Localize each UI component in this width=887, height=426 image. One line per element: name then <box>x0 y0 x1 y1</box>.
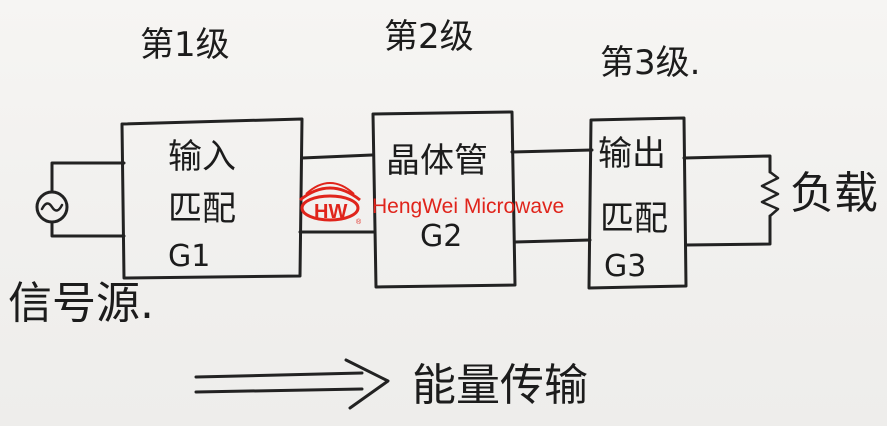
stage-1-outline <box>120 117 304 280</box>
link-1-2-top <box>300 153 374 160</box>
signal-source-label: 信号源. <box>8 278 154 329</box>
stage-2-title: 第2级 <box>384 17 474 57</box>
stage-1-line-2: 匹配 <box>168 189 236 229</box>
hengwei-logo-icon: HW ® <box>299 182 362 226</box>
stage-3-outline <box>587 116 688 290</box>
stage-3-line-3: G3 <box>604 249 646 284</box>
sine-wave-icon <box>40 202 64 212</box>
energy-arrow <box>194 358 390 410</box>
stage-2-outline <box>371 110 517 289</box>
source-wire-top <box>50 161 126 194</box>
resistor-icon <box>760 170 780 218</box>
link-2-3-bottom <box>513 238 592 244</box>
arrow-shaft-bottom <box>194 387 364 394</box>
arrow-shaft-top <box>194 371 364 379</box>
watermark: HW ® HengWei Microwave <box>299 182 564 226</box>
link-2-3-top <box>510 148 594 154</box>
stage-3-line-1: 输出 <box>598 134 666 174</box>
stage-3-line-2: 匹配 <box>600 199 668 239</box>
stage-2-line-1: 晶体管 <box>386 141 488 181</box>
stage-1-line-3: G1 <box>168 239 210 274</box>
stage-1-box: 输入 匹配 G1 <box>120 117 304 280</box>
arrow-head-icon <box>344 358 390 410</box>
svg-text:®: ® <box>356 218 362 226</box>
stage-2-box: 晶体管 G2 <box>371 110 517 289</box>
stage-1-line-1: 输入 <box>168 137 236 177</box>
load-wire-top <box>682 154 772 174</box>
energy-transfer-label: 能量传输 <box>412 360 588 411</box>
stage-3-box: 输出 匹配 G3 <box>587 116 688 290</box>
logo-mark: HW <box>314 201 347 223</box>
watermark-text: HengWei Microwave <box>372 195 564 218</box>
stage-1-title: 第1级 <box>140 25 230 65</box>
load-label: 负载 <box>790 168 878 219</box>
stage-3-title: 第3级. <box>600 43 700 83</box>
stage-2-line-2: G2 <box>420 219 462 254</box>
signal-source <box>35 161 126 238</box>
source-wire-bottom <box>50 220 126 238</box>
load-wire-bottom <box>684 214 772 247</box>
